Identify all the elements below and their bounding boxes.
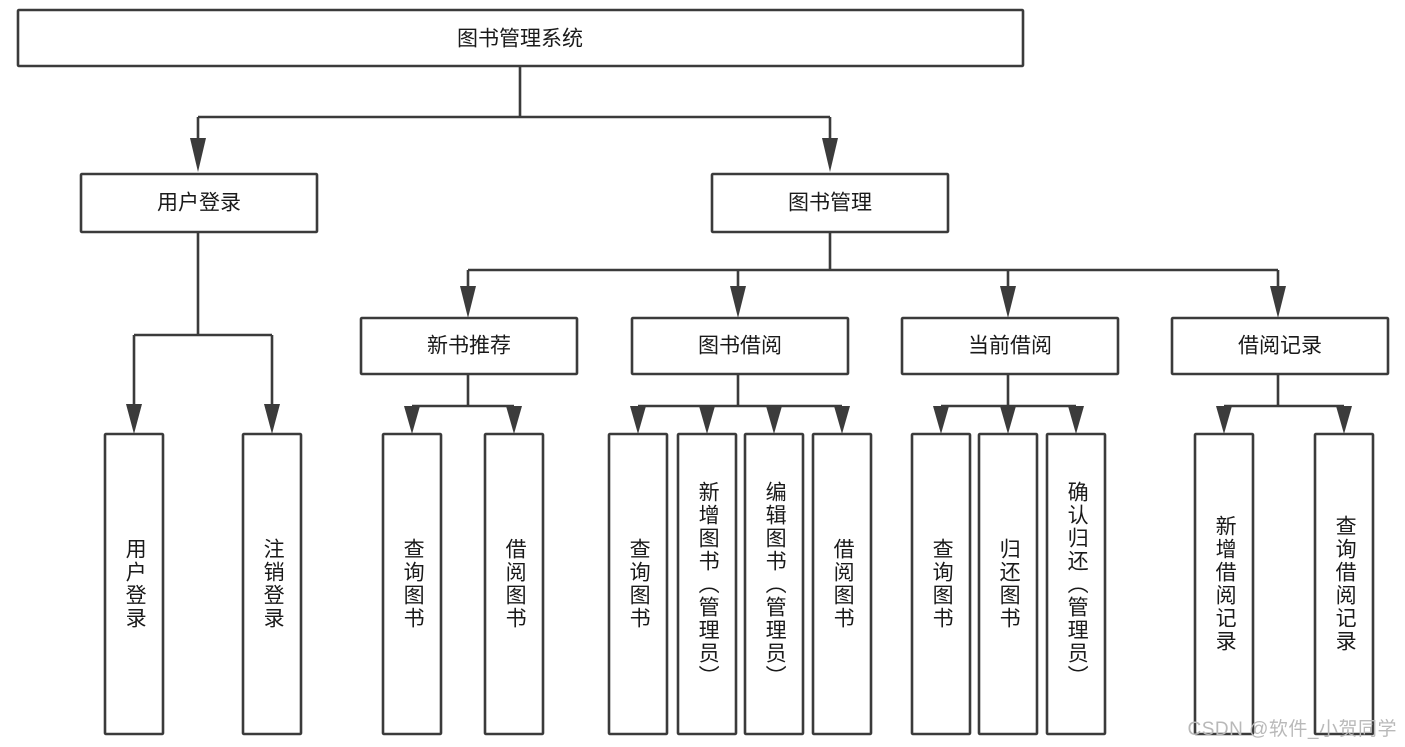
arrow-head-user-login	[190, 138, 206, 172]
node-borrow-record-label: 借阅记录	[1238, 335, 1322, 358]
arrow-head-leaf-cb-query	[933, 406, 949, 434]
node-new-book-recommend[interactable]	[359, 316, 579, 376]
node-root-system-label: 图书管理系统	[457, 28, 583, 51]
arrow-head-current-borrow	[1000, 286, 1016, 318]
node-leaf-br-add-record[interactable]	[1193, 432, 1255, 736]
node-leaf-cb-return-book[interactable]	[977, 432, 1039, 736]
arrow-head-book-borrow	[730, 286, 746, 318]
node-borrow-record[interactable]	[1170, 316, 1390, 376]
arrow-head-leaf-bb-add	[699, 406, 715, 434]
node-root-system[interactable]	[16, 8, 1025, 68]
node-leaf-bb-add-book[interactable]	[676, 432, 738, 736]
arrow-head-leaf-bb-borrow	[834, 406, 850, 434]
arrow-head-leaf-br-add	[1216, 406, 1232, 434]
arrow-head-leaf-cb-confirm	[1068, 406, 1084, 434]
arrow-head-leaf-nb-query	[404, 406, 420, 434]
arrow-head-leaf-nb-borrow	[506, 406, 522, 434]
watermark-text: CSDN @软件_小贺同学	[1187, 719, 1397, 740]
arrow-head-leaf-logout	[264, 404, 280, 434]
arrow-head-leaf-br-query	[1336, 406, 1352, 434]
arrow-head-borrow-record	[1270, 286, 1286, 318]
node-leaf-nb-query-book[interactable]	[381, 432, 443, 736]
node-user-login[interactable]	[79, 172, 319, 234]
node-current-borrow-label: 当前借阅	[968, 335, 1052, 358]
node-book-management-label: 图书管理	[788, 192, 872, 215]
node-book-borrow-label: 图书借阅	[698, 335, 782, 358]
node-leaf-bb-query-book[interactable]	[607, 432, 669, 736]
connector-layer	[126, 66, 1352, 434]
node-book-borrow[interactable]	[630, 316, 850, 376]
node-leaf-bb-borrow-book[interactable]	[811, 432, 873, 736]
node-new-book-recommend-label: 新书推荐	[427, 335, 511, 358]
arrow-head-leaf-cb-return	[1000, 406, 1016, 434]
node-layer: 图书管理系统 用户登录 图书管理 新书推荐 图书借阅 当前借阅 借阅记录	[16, 8, 1390, 736]
arrow-head-leaf-bb-edit	[766, 406, 782, 434]
arrow-head-new-book	[460, 286, 476, 318]
node-book-management[interactable]	[710, 172, 950, 234]
node-leaf-nb-borrow-book[interactable]	[483, 432, 545, 736]
node-leaf-br-query-record[interactable]	[1313, 432, 1375, 736]
node-leaf-cb-query-book[interactable]	[910, 432, 972, 736]
node-user-login-label: 用户登录	[157, 192, 241, 215]
node-leaf-logout[interactable]	[241, 432, 303, 736]
arrow-head-leaf-bb-query	[630, 406, 646, 434]
node-leaf-bb-edit-book[interactable]	[743, 432, 805, 736]
arrow-head-book-manage	[822, 138, 838, 172]
node-leaf-user-login[interactable]	[103, 432, 165, 736]
node-leaf-cb-confirm-return[interactable]	[1045, 432, 1107, 736]
arrow-head-leaf-user-login	[126, 404, 142, 434]
node-current-borrow[interactable]	[900, 316, 1120, 376]
